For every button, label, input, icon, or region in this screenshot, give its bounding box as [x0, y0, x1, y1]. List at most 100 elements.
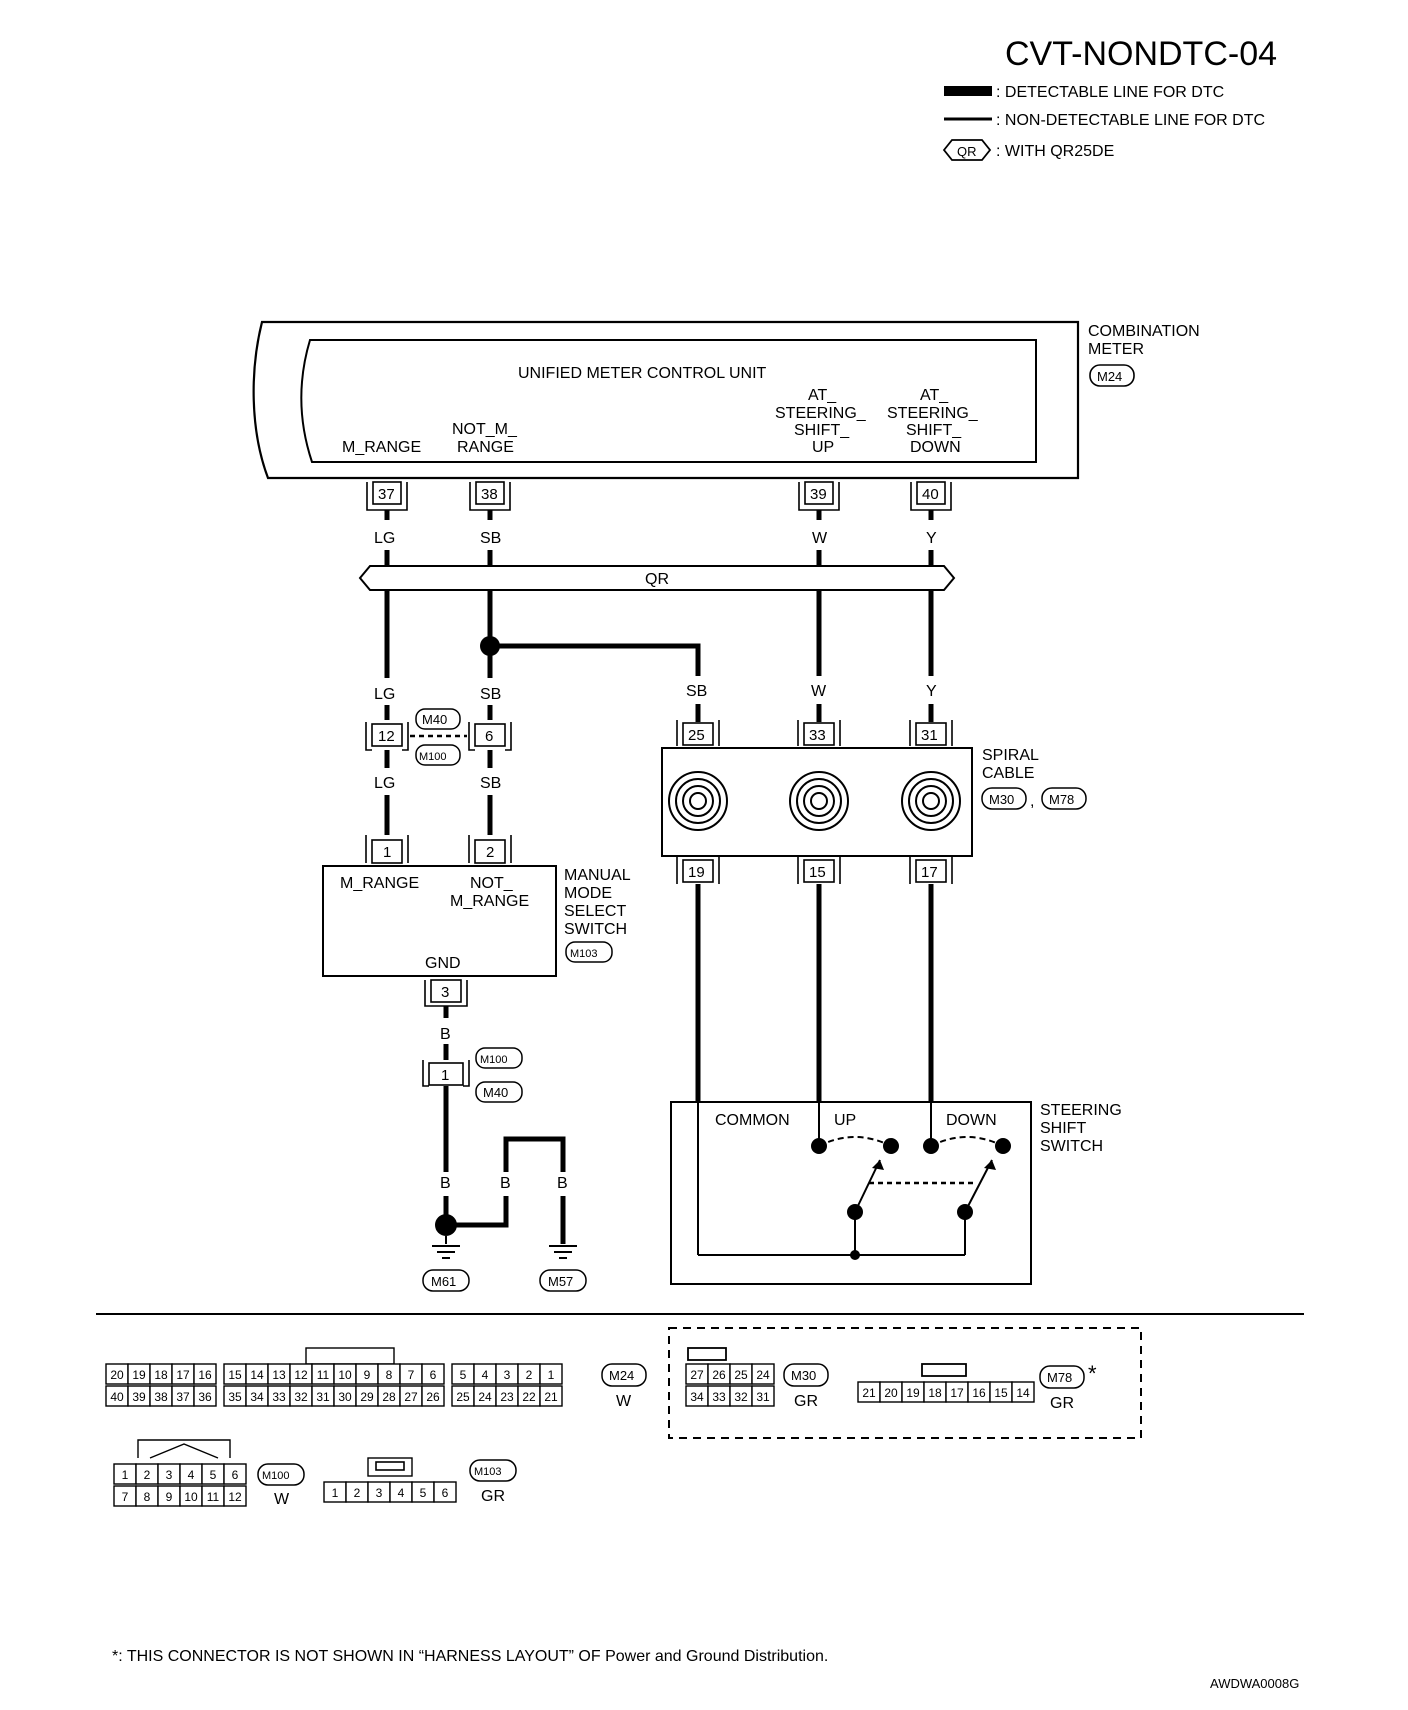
- pin-number: 33: [272, 1390, 286, 1404]
- pin-number: 25: [734, 1368, 748, 1382]
- pin-number: 3: [166, 1468, 173, 1482]
- junction-m40: M40: [422, 712, 447, 727]
- ground-m100: M100: [480, 1054, 508, 1066]
- pin-37-name: M_RANGE: [342, 439, 421, 456]
- pin-number: 24: [478, 1390, 492, 1404]
- steering-common-label: COMMON: [715, 1112, 790, 1129]
- pin-number: 32: [294, 1390, 308, 1404]
- pin-number: 15: [994, 1386, 1008, 1400]
- pin-number: 6: [430, 1368, 437, 1382]
- combination-meter-label-1: COMBINATION: [1088, 323, 1200, 340]
- connector-latch: [137, 1439, 231, 1459]
- pin-number: 5: [460, 1368, 467, 1382]
- ground-junction-pin: 1: [422, 1060, 470, 1087]
- wire-gnd-loop: [503, 1136, 566, 1172]
- connector-m100-badge: [257, 1463, 305, 1486]
- connector-latch-inner: [375, 1461, 405, 1471]
- wire-color-40: Y: [926, 530, 937, 547]
- pin-number: 22: [522, 1390, 536, 1404]
- document-code: AWDWA0008G: [1210, 1676, 1299, 1691]
- wire-color-b-3: B: [500, 1175, 511, 1192]
- steering-up-label: UP: [834, 1112, 856, 1129]
- manual-switch-pin1-label: M_RANGE: [340, 875, 419, 892]
- pin-number: 36: [198, 1390, 212, 1404]
- manual-switch-gnd-pin-num: 3: [441, 984, 449, 1001]
- wire-color-sb2-mid: SB: [686, 683, 707, 700]
- ground-m61: M61: [431, 1274, 456, 1289]
- pin-number: 19: [132, 1368, 146, 1382]
- spiral-bottom-pin-15: 15: [797, 856, 841, 884]
- spiral-coil-2: [789, 771, 849, 831]
- wire-color-b-4: B: [557, 1175, 568, 1192]
- connector-m24-badge: [601, 1363, 647, 1387]
- pin-number: 40: [110, 1390, 124, 1404]
- manual-switch-pin-1: 1: [365, 835, 409, 864]
- spiral-bottom-pin-15-num: 15: [809, 864, 826, 881]
- steering-switch-name-3: SWITCH: [1040, 1138, 1103, 1155]
- pin-number: 30: [338, 1390, 352, 1404]
- pin-cell: [751, 1363, 775, 1385]
- spiral-m78: M78: [1049, 792, 1074, 807]
- connector-m100-label: M100: [262, 1470, 290, 1482]
- pin-number: 23: [500, 1390, 514, 1404]
- pin-number: 17: [950, 1386, 964, 1400]
- ground-m40-badge: [475, 1081, 523, 1103]
- manual-switch-name-2: MODE: [564, 885, 612, 902]
- wire-gnd-branch: [446, 1196, 509, 1228]
- connector-m103-label: M103: [474, 1466, 502, 1478]
- manual-switch-pin2-label-2: M_RANGE: [450, 893, 529, 910]
- spiral-connector-sep: ,: [1030, 793, 1034, 810]
- ground-m57: M57: [548, 1274, 573, 1289]
- pin-39-name-4: UP: [812, 439, 834, 456]
- pin-number: 4: [188, 1468, 195, 1482]
- pin-number: 10: [338, 1368, 352, 1382]
- pin-cell: [1011, 1381, 1035, 1403]
- pin-cell: [421, 1385, 445, 1407]
- spiral-m30-badge: [981, 787, 1027, 810]
- pin-40-name-4: DOWN: [910, 439, 961, 456]
- meter-pin-39: 39: [798, 481, 840, 511]
- pin-number: 31: [756, 1390, 770, 1404]
- pin-number: 19: [906, 1386, 920, 1400]
- pin-number: 26: [426, 1390, 440, 1404]
- pin-number: 11: [207, 1490, 220, 1504]
- pin-39-name-1: AT_: [808, 387, 837, 404]
- pin-cell: [539, 1363, 563, 1385]
- connector-m78-color: GR: [1050, 1395, 1074, 1412]
- ground-symbol-m57: [549, 1245, 577, 1259]
- pin-number: 17: [176, 1368, 190, 1382]
- spiral-top-pin-25-num: 25: [688, 727, 705, 744]
- ground-m40: M40: [483, 1085, 508, 1100]
- pin-cell: [193, 1363, 217, 1385]
- combination-meter-connector: M24: [1097, 369, 1122, 384]
- manual-switch-name-3: SELECT: [564, 903, 626, 920]
- pin-number: 20: [110, 1368, 124, 1382]
- wire-color-y-mid: Y: [926, 683, 937, 700]
- manual-mode-select-switch-box: [322, 865, 557, 977]
- spiral-coil-1: [668, 771, 728, 831]
- pin-number: 9: [364, 1368, 371, 1382]
- pin-number: 38: [154, 1390, 168, 1404]
- spiral-cable-name-1: SPIRAL: [982, 747, 1039, 764]
- wire-color-b-2: B: [440, 1175, 451, 1192]
- pin-39-name-2: STEERING_: [775, 405, 867, 422]
- spiral-bottom-pin-17-num: 17: [921, 864, 938, 881]
- footnote: *: THIS CONNECTOR IS NOT SHOWN IN “HARNE…: [112, 1648, 828, 1665]
- legend-qr-badge: [942, 139, 992, 161]
- combination-meter-label-2: METER: [1088, 341, 1144, 358]
- pin-number: 21: [544, 1390, 558, 1404]
- manual-switch-pin-2-num: 2: [486, 844, 494, 861]
- manual-switch-name-4: SWITCH: [564, 921, 627, 938]
- pin-number: 20: [884, 1386, 898, 1400]
- pin-number: 21: [862, 1386, 876, 1400]
- pin-number: 5: [420, 1486, 427, 1500]
- pin-cell: [751, 1385, 775, 1407]
- pin-38-name-2: RANGE: [457, 439, 514, 456]
- pin-number: 14: [1016, 1386, 1030, 1400]
- pin-cell: [193, 1385, 217, 1407]
- pin-number: 8: [144, 1490, 151, 1504]
